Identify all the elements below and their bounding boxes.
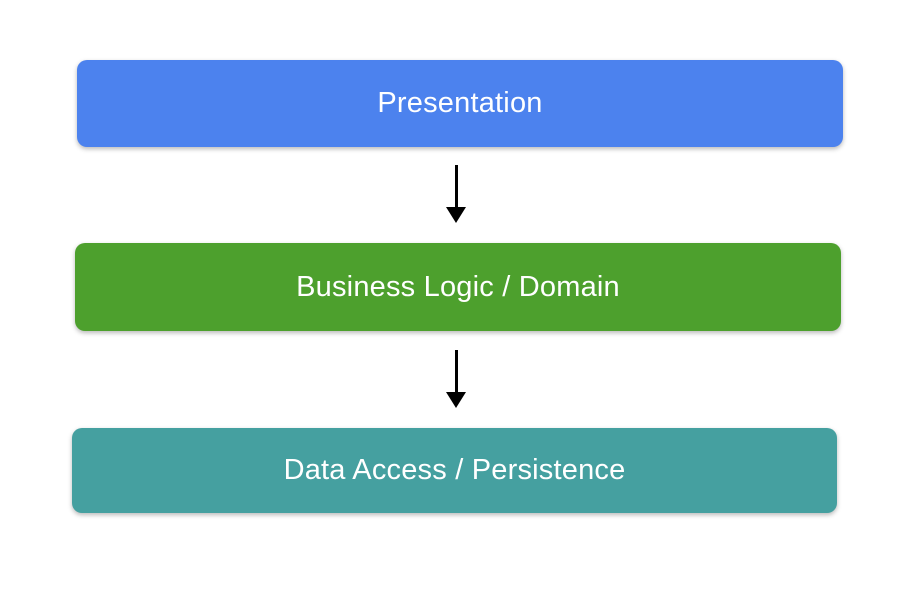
layer-box-data-access: Data Access / Persistence (72, 428, 837, 513)
layer-box-business-logic: Business Logic / Domain (75, 243, 841, 331)
down-arrow-icon (446, 165, 466, 223)
arrow-shaft (454, 165, 458, 207)
arrow-head (446, 392, 466, 408)
layer-label-data-access: Data Access / Persistence (283, 454, 626, 486)
layer-box-presentation: Presentation (77, 60, 843, 147)
layer-label-business-logic: Business Logic / Domain (296, 270, 620, 303)
arrow-head (446, 207, 466, 223)
arrow-shaft (454, 350, 458, 392)
down-arrow-icon (446, 350, 466, 408)
layer-label-presentation: Presentation (377, 87, 543, 119)
